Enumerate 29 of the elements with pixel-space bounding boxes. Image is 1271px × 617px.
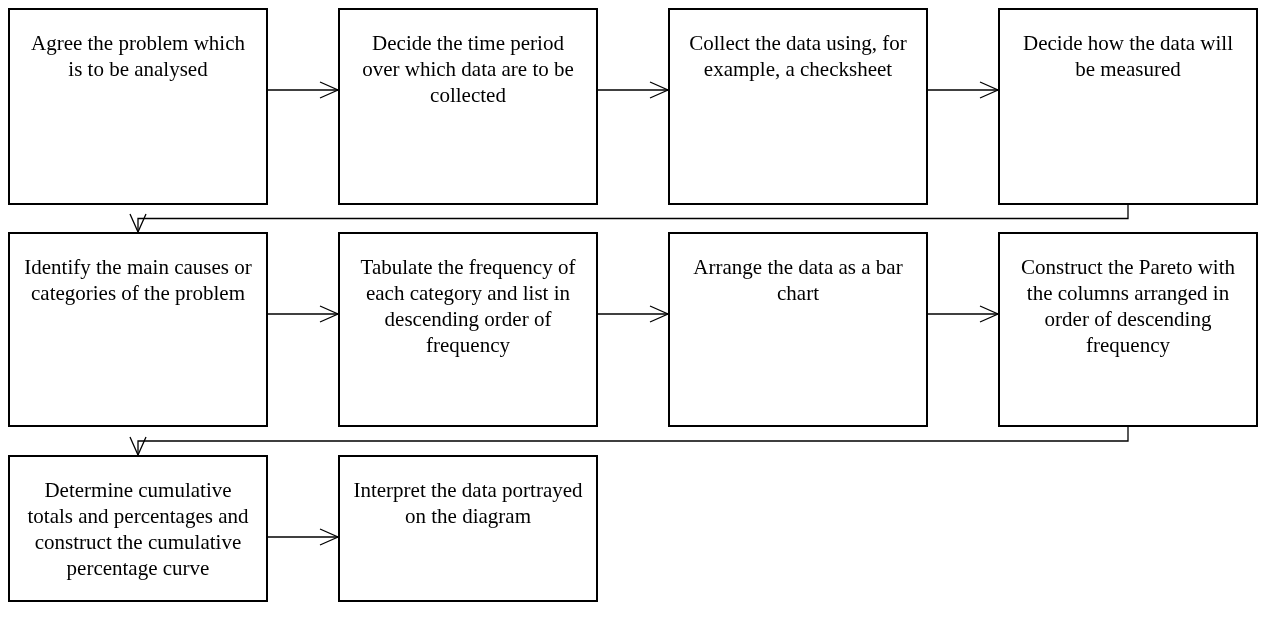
step-text: Arrange the data as a bar chart: [692, 254, 904, 306]
process-box: [338, 455, 598, 602]
arrow: [597, 81, 669, 99]
arrow: [267, 305, 339, 323]
process-box: [8, 455, 268, 602]
step-text: Decide the time period over which data are to be collected: [361, 30, 575, 108]
step-text: Determine cumulative totals and percentages and construct the cumulative percentage curve: [26, 477, 250, 581]
process-box: [998, 8, 1258, 205]
step-text: Agree the problem which is to be analysed: [30, 30, 246, 82]
step-text: Collect the data using, for example, a checksheet: [688, 30, 908, 82]
process-box: [338, 232, 598, 427]
step-text: Identify the main causes or categories of the problem: [23, 254, 253, 306]
process-box: [668, 232, 928, 427]
step-text: Construct the Pareto with the columns arranged in order of descending frequency: [1019, 254, 1237, 358]
process-box: [8, 232, 268, 427]
process-box: [338, 8, 598, 205]
step-text: Tabulate the frequency of each category and list in descending order of frequency: [359, 254, 577, 358]
arrow: [129, 204, 1129, 233]
process-box: [8, 8, 268, 205]
step-text: Decide how the data will be measured: [1022, 30, 1234, 82]
process-box: [668, 8, 928, 205]
arrow: [267, 81, 339, 99]
arrow: [597, 305, 669, 323]
arrow: [927, 305, 999, 323]
arrow: [129, 426, 1129, 456]
arrow: [927, 81, 999, 99]
process-box: [998, 232, 1258, 427]
step-text: Interpret the data portrayed on the diagram: [352, 477, 584, 529]
arrow: [267, 528, 339, 546]
